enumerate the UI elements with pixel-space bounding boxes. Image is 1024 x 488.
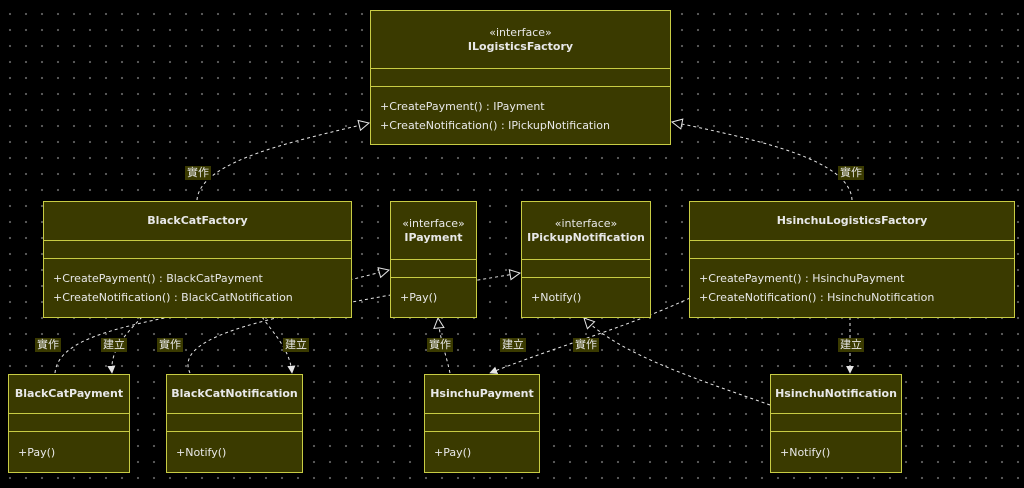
class-name: BlackCatPayment: [14, 387, 124, 400]
attributes-compartment: [391, 259, 476, 277]
edge-hsinchunotification-realizes-ipickup: [584, 318, 771, 406]
attributes-compartment: [167, 413, 302, 431]
methods-compartment: +Pay(): [391, 277, 476, 317]
edge-label-realize: 實作: [838, 166, 864, 180]
class-header: «interface» IPickupNotification: [522, 202, 650, 259]
method-item: +Pay(): [434, 445, 472, 459]
edge-blackcatfactory-creates-blackcatnotification: [261, 316, 296, 374]
edge-hsinchufactory-creates-hsinchupayment: [489, 297, 691, 375]
class-name: HsinchuPayment: [430, 387, 534, 400]
ipickupnotification-class-box[interactable]: «interface» IPickupNotification +Notify(…: [521, 201, 651, 318]
hsinchupayment-class-box[interactable]: HsinchuPayment +Pay(): [424, 374, 540, 473]
methods-compartment: +Pay(): [425, 431, 539, 472]
methods-compartment: +Notify(): [167, 431, 302, 472]
class-name: HsinchuNotification: [775, 387, 897, 400]
methods-compartment: +Notify(): [522, 277, 650, 317]
blackcatnotification-class-box[interactable]: BlackCatNotification +Notify(): [166, 374, 303, 473]
stereotype-label: «interface»: [489, 25, 552, 39]
edge-label-create: 建立: [500, 338, 526, 352]
methods-compartment: +CreatePayment() : BlackCatPayment +Crea…: [44, 258, 351, 317]
class-header: BlackCatPayment: [9, 375, 129, 413]
method-item: +Notify(): [176, 445, 227, 459]
attributes-compartment: [9, 413, 129, 431]
class-name: IPayment: [404, 230, 463, 244]
attributes-compartment: [771, 413, 901, 431]
blackcatfactory-class-box[interactable]: BlackCatFactory +CreatePayment() : Black…: [43, 201, 352, 318]
edge-blackcatfactory-realizes-ilogistics: [196, 123, 369, 201]
ipayment-class-box[interactable]: «interface» IPayment +Pay(): [390, 201, 477, 318]
edge-label-realize: 實作: [573, 338, 599, 352]
class-header: «interface» IPayment: [391, 202, 476, 259]
method-item: +CreateNotification() : HsinchuNotificat…: [699, 291, 935, 304]
edge-label-create: 建立: [838, 338, 864, 352]
methods-compartment: +CreatePayment() : IPayment +CreateNotif…: [371, 86, 670, 144]
class-header: «interface» ILogisticsFactory: [371, 11, 670, 68]
edge-label-create: 建立: [101, 338, 127, 352]
edge-label-realize: 實作: [157, 338, 183, 352]
attributes-compartment: [690, 240, 1014, 258]
attributes-compartment: [425, 413, 539, 431]
method-item: +CreateNotification() : BlackCatNotifica…: [53, 291, 293, 304]
ilogisticsfactory-class-box[interactable]: «interface» ILogisticsFactory +CreatePay…: [370, 10, 671, 145]
blackcatpayment-class-box[interactable]: BlackCatPayment +Pay(): [8, 374, 130, 473]
class-header: HsinchuPayment: [425, 375, 539, 413]
class-name: ILogisticsFactory: [467, 39, 574, 53]
class-name: BlackCatNotification: [171, 387, 298, 400]
hsinchulogisticsfactory-class-box[interactable]: HsinchuLogisticsFactory +CreatePayment()…: [689, 201, 1015, 318]
method-item: +Notify(): [780, 445, 831, 459]
method-item: +CreateNotification() : IPickupNotificat…: [380, 118, 611, 132]
methods-compartment: +Notify(): [771, 431, 901, 472]
attributes-compartment: [522, 259, 650, 277]
method-item: +CreatePayment() : BlackCatPayment: [53, 272, 263, 285]
class-name: HsinchuLogisticsFactory: [776, 214, 928, 227]
edge-label-realize: 實作: [35, 338, 61, 352]
edge-label-create: 建立: [283, 338, 309, 352]
edge-hsinchufactory-realizes-ilogistics: [672, 122, 853, 201]
stereotype-label: «interface»: [554, 216, 618, 230]
edge-blackcatfactory-creates-blackcatpayment: [107, 316, 143, 374]
class-header: BlackCatNotification: [167, 375, 302, 413]
method-item: +Pay(): [400, 291, 438, 304]
class-header: BlackCatFactory: [44, 202, 351, 240]
methods-compartment: +CreatePayment() : HsinchuPayment +Creat…: [690, 258, 1014, 317]
edge-label-realize: 實作: [185, 166, 211, 180]
attributes-compartment: [44, 240, 351, 258]
method-item: +CreatePayment() : HsinchuPayment: [699, 272, 905, 285]
method-item: +Pay(): [18, 445, 56, 459]
method-item: +CreatePayment() : IPayment: [380, 99, 545, 113]
class-name: IPickupNotification: [527, 230, 645, 244]
method-item: +Notify(): [531, 291, 582, 304]
stereotype-label: «interface»: [402, 216, 465, 230]
class-name: BlackCatFactory: [147, 214, 248, 227]
edge-label-realize: 實作: [427, 338, 453, 352]
hsinchunotification-class-box[interactable]: HsinchuNotification +Notify(): [770, 374, 902, 473]
methods-compartment: +Pay(): [9, 431, 129, 472]
attributes-compartment: [371, 68, 670, 86]
class-header: HsinchuLogisticsFactory: [690, 202, 1014, 240]
class-header: HsinchuNotification: [771, 375, 901, 413]
